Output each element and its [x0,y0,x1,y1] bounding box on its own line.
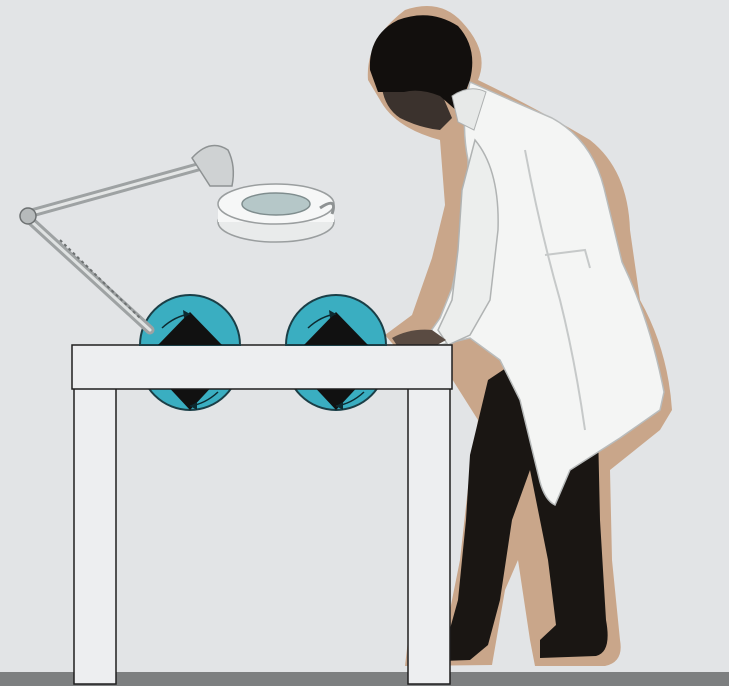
table-leg-left [74,388,116,684]
table-leg-right [408,388,450,684]
lamp-elbow-joint [20,208,36,224]
table-top [72,345,452,389]
magnifier-lens [242,193,310,215]
